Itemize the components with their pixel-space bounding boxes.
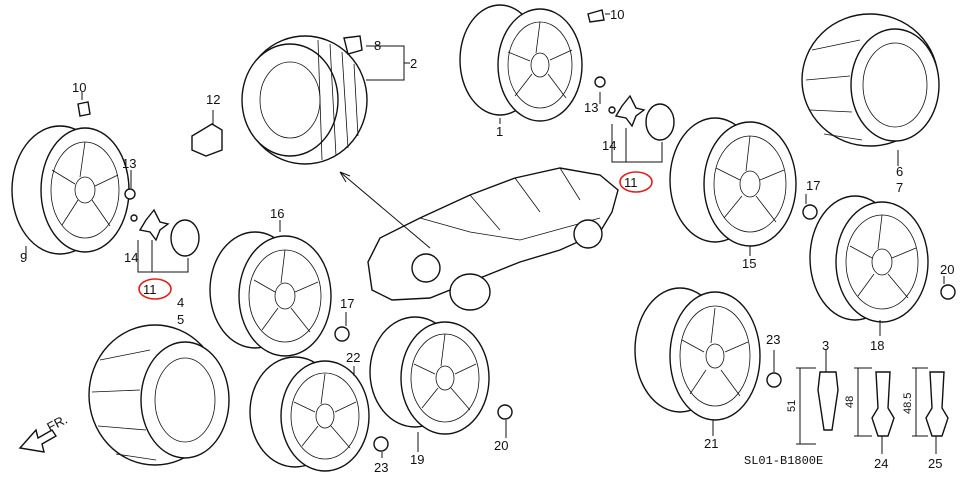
label-15: 15 xyxy=(742,256,756,271)
tire-6-7 xyxy=(801,13,940,147)
label-10-top: 10 xyxy=(610,7,624,22)
wheel-9 xyxy=(11,125,130,255)
label-23-bottom: 23 xyxy=(374,460,388,475)
dimension-48: 48 xyxy=(844,396,856,408)
label-21: 21 xyxy=(704,436,718,451)
dimension-51: 51 xyxy=(786,400,798,412)
label-3: 3 xyxy=(822,338,829,353)
label-7: 7 xyxy=(896,180,903,195)
front-arrow: FR. xyxy=(18,412,70,453)
label-20-right: 20 xyxy=(940,262,954,277)
wheel-21 xyxy=(634,287,761,421)
tire-4-5 xyxy=(88,324,230,466)
label-10-left: 10 xyxy=(72,80,86,95)
label-20-bottom: 20 xyxy=(494,438,508,453)
label-8: 8 xyxy=(374,38,381,53)
front-arrow-label: FR. xyxy=(44,412,70,435)
label-16: 16 xyxy=(270,206,284,221)
label-14-left: 14 xyxy=(124,250,138,265)
label-2: 2 xyxy=(410,56,417,71)
label-25: 25 xyxy=(928,456,942,471)
tire-2 xyxy=(241,35,368,165)
label-23-right: 23 xyxy=(766,332,780,347)
label-14-right: 14 xyxy=(602,138,616,153)
label-11-left: 11 xyxy=(143,282,157,297)
highlight-11-right xyxy=(619,171,653,193)
label-5: 5 xyxy=(177,312,184,327)
wheel-15 xyxy=(669,117,797,247)
diagram-code: SL01-B1800E xyxy=(744,454,823,468)
label-4: 4 xyxy=(177,295,184,310)
wheel-19 xyxy=(369,316,490,435)
label-6: 6 xyxy=(896,164,903,179)
dimension-48-5: 48.5 xyxy=(902,393,914,414)
wheel-1 xyxy=(459,4,583,122)
label-13-left: 13 xyxy=(122,156,136,171)
wheel-16 xyxy=(209,231,332,357)
label-11-right: 11 xyxy=(624,175,638,190)
small-parts xyxy=(77,9,956,452)
label-1: 1 xyxy=(496,124,503,139)
wheel-22 xyxy=(249,356,370,472)
label-9: 9 xyxy=(20,250,27,265)
label-24: 24 xyxy=(874,456,888,471)
wheel-18 xyxy=(809,195,929,323)
label-18: 18 xyxy=(870,338,884,353)
label-12: 12 xyxy=(206,92,220,107)
label-19: 19 xyxy=(410,452,424,467)
label-22: 22 xyxy=(346,350,360,365)
label-13-right: 13 xyxy=(584,100,598,115)
label-17-left: 17 xyxy=(340,296,354,311)
highlight-11-left xyxy=(138,278,172,300)
leader-lines xyxy=(25,13,945,458)
part-labels: 1 2 3 4 5 6 7 8 9 10 10 11 11 12 13 13 1… xyxy=(20,7,954,475)
car-illustration xyxy=(339,167,619,311)
label-17-right: 17 xyxy=(806,178,820,193)
